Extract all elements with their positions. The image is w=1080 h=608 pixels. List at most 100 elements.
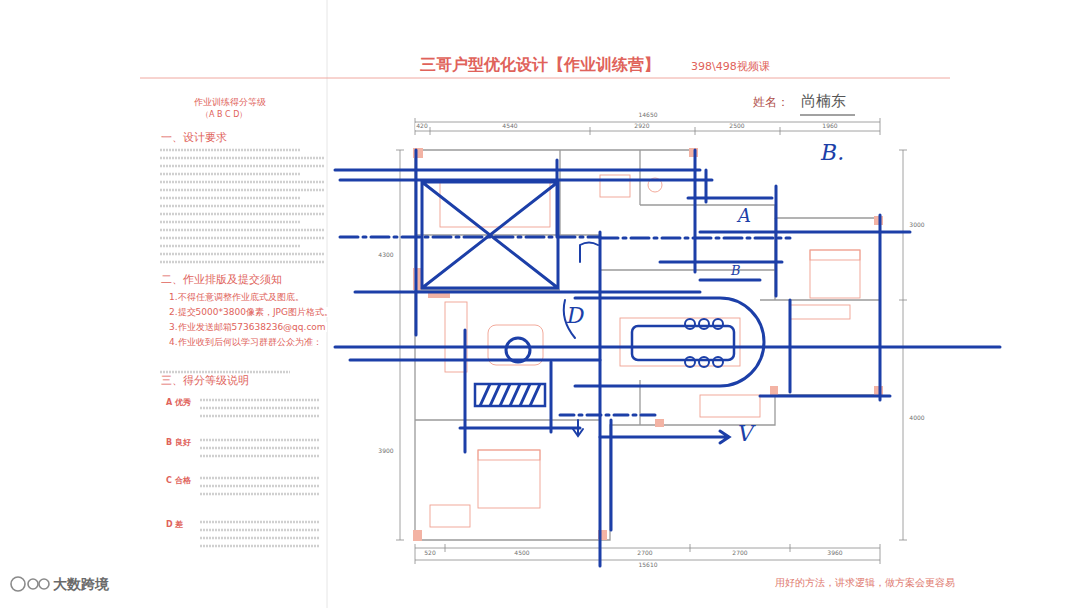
desk bbox=[430, 505, 470, 527]
chair bbox=[685, 357, 695, 367]
chair bbox=[713, 357, 723, 367]
dimension-line bbox=[415, 548, 880, 549]
pillow bbox=[478, 450, 540, 460]
hatch-frame bbox=[475, 384, 545, 406]
dimension-line bbox=[400, 150, 401, 540]
dining-table bbox=[632, 326, 734, 360]
sketch-line bbox=[550, 362, 553, 432]
tiny-text-line bbox=[160, 221, 300, 224]
name-underline bbox=[800, 115, 855, 116]
sketch-line bbox=[460, 427, 580, 430]
dimension-line bbox=[903, 150, 904, 540]
wall-columns bbox=[413, 148, 883, 541]
crossed-room bbox=[422, 182, 558, 288]
inner-wall bbox=[415, 150, 880, 540]
column bbox=[655, 419, 664, 427]
sketch-line bbox=[688, 197, 772, 200]
dimension-ticks bbox=[396, 150, 404, 540]
tiny-text-line bbox=[160, 173, 300, 176]
hatch bbox=[480, 384, 540, 406]
handwritten-mark: B bbox=[730, 264, 742, 279]
tiny-text-line bbox=[160, 197, 300, 200]
kitchen-counter bbox=[700, 395, 760, 417]
dimension-ticks bbox=[415, 544, 880, 564]
handwritten-mark: A bbox=[737, 206, 752, 227]
section-heading: 作业训练得分等级 bbox=[193, 97, 267, 107]
outer-wall bbox=[415, 150, 880, 540]
chair bbox=[699, 319, 709, 329]
dimension-text: 3000 bbox=[908, 222, 925, 229]
chairs bbox=[685, 319, 723, 367]
slogan: 用好的方法，讲求逻辑，做方案会更容易 bbox=[774, 577, 956, 589]
tiny-text-line bbox=[200, 407, 320, 410]
cabinet bbox=[440, 182, 550, 227]
tiny-text-line bbox=[200, 493, 320, 496]
sketch-line bbox=[694, 150, 697, 272]
dimension-text: 14650 bbox=[637, 112, 658, 119]
hand-sketch bbox=[335, 150, 1000, 566]
dimension-text: 3900 bbox=[377, 448, 394, 455]
tiny-text-line bbox=[160, 261, 325, 264]
door-swing bbox=[580, 243, 598, 262]
tiny-text-line bbox=[200, 545, 320, 548]
pillow bbox=[810, 250, 860, 260]
student-name: 尚楠东 bbox=[800, 93, 847, 110]
tiny-text-line bbox=[160, 213, 325, 216]
sketch-line bbox=[350, 359, 600, 362]
tiny-text-line bbox=[160, 205, 325, 208]
grade-item: B 良好 bbox=[165, 438, 192, 447]
tiny-text-line bbox=[200, 477, 320, 480]
dimension-line bbox=[415, 560, 880, 561]
sketch-line bbox=[464, 330, 467, 452]
section-heading: 二、作业排版及提交须知 bbox=[160, 274, 283, 287]
grade-item: D 差 bbox=[165, 520, 184, 529]
page-fold bbox=[327, 0, 328, 608]
walls bbox=[415, 150, 880, 540]
tiny-text-line bbox=[200, 439, 320, 442]
dimension-ticks bbox=[899, 150, 907, 540]
chair bbox=[699, 357, 709, 367]
bed bbox=[478, 450, 540, 508]
grade-item: A 优秀 bbox=[165, 398, 192, 407]
logo-ring bbox=[11, 577, 25, 591]
dimension-text: 2700 bbox=[636, 550, 653, 557]
watermark-logo bbox=[11, 577, 49, 591]
sketch-arrow bbox=[573, 420, 583, 436]
dimension-text: 4540 bbox=[501, 123, 518, 130]
bath-fixture bbox=[600, 175, 630, 197]
watermark: 大数跨境 bbox=[52, 576, 110, 592]
dimension-text: 4300 bbox=[377, 252, 394, 259]
tiny-text-line bbox=[200, 521, 320, 524]
dimension-text: 420 bbox=[415, 123, 428, 130]
note-text: 1.不得任意调整作业底式及图底。 bbox=[168, 292, 305, 302]
chair bbox=[713, 319, 723, 329]
tiny-text-line bbox=[200, 399, 320, 402]
handwritten-mark: V bbox=[737, 421, 755, 446]
dimension-text: 2700 bbox=[731, 550, 748, 557]
sketch-line bbox=[415, 150, 418, 335]
dimension-text: 2920 bbox=[633, 123, 650, 130]
section-heading: 一、设计要求 bbox=[160, 132, 228, 145]
dimension-text: 2500 bbox=[728, 123, 745, 130]
sketch-line bbox=[789, 300, 792, 392]
sketch-line bbox=[560, 414, 660, 417]
dimension-text: 1960 bbox=[821, 123, 838, 130]
dining-area bbox=[620, 318, 740, 366]
dimension-ticks bbox=[415, 118, 880, 135]
tiny-text-line bbox=[160, 245, 300, 248]
sketch-arrow bbox=[600, 431, 729, 443]
sketch-line bbox=[335, 169, 700, 172]
tiny-text-line bbox=[160, 371, 290, 374]
dimension-text: 3960 bbox=[826, 550, 843, 557]
logo-ring bbox=[39, 579, 49, 589]
sketch-line bbox=[355, 291, 700, 294]
tiny-text-line bbox=[160, 237, 325, 240]
tiny-body-text bbox=[160, 150, 325, 546]
note-text: 4.作业收到后何以学习群群公众为准： bbox=[168, 337, 323, 347]
sketch-line bbox=[879, 215, 882, 400]
sketch-line bbox=[700, 279, 760, 282]
tiny-text-line bbox=[160, 165, 325, 168]
sketch-line bbox=[760, 395, 890, 398]
